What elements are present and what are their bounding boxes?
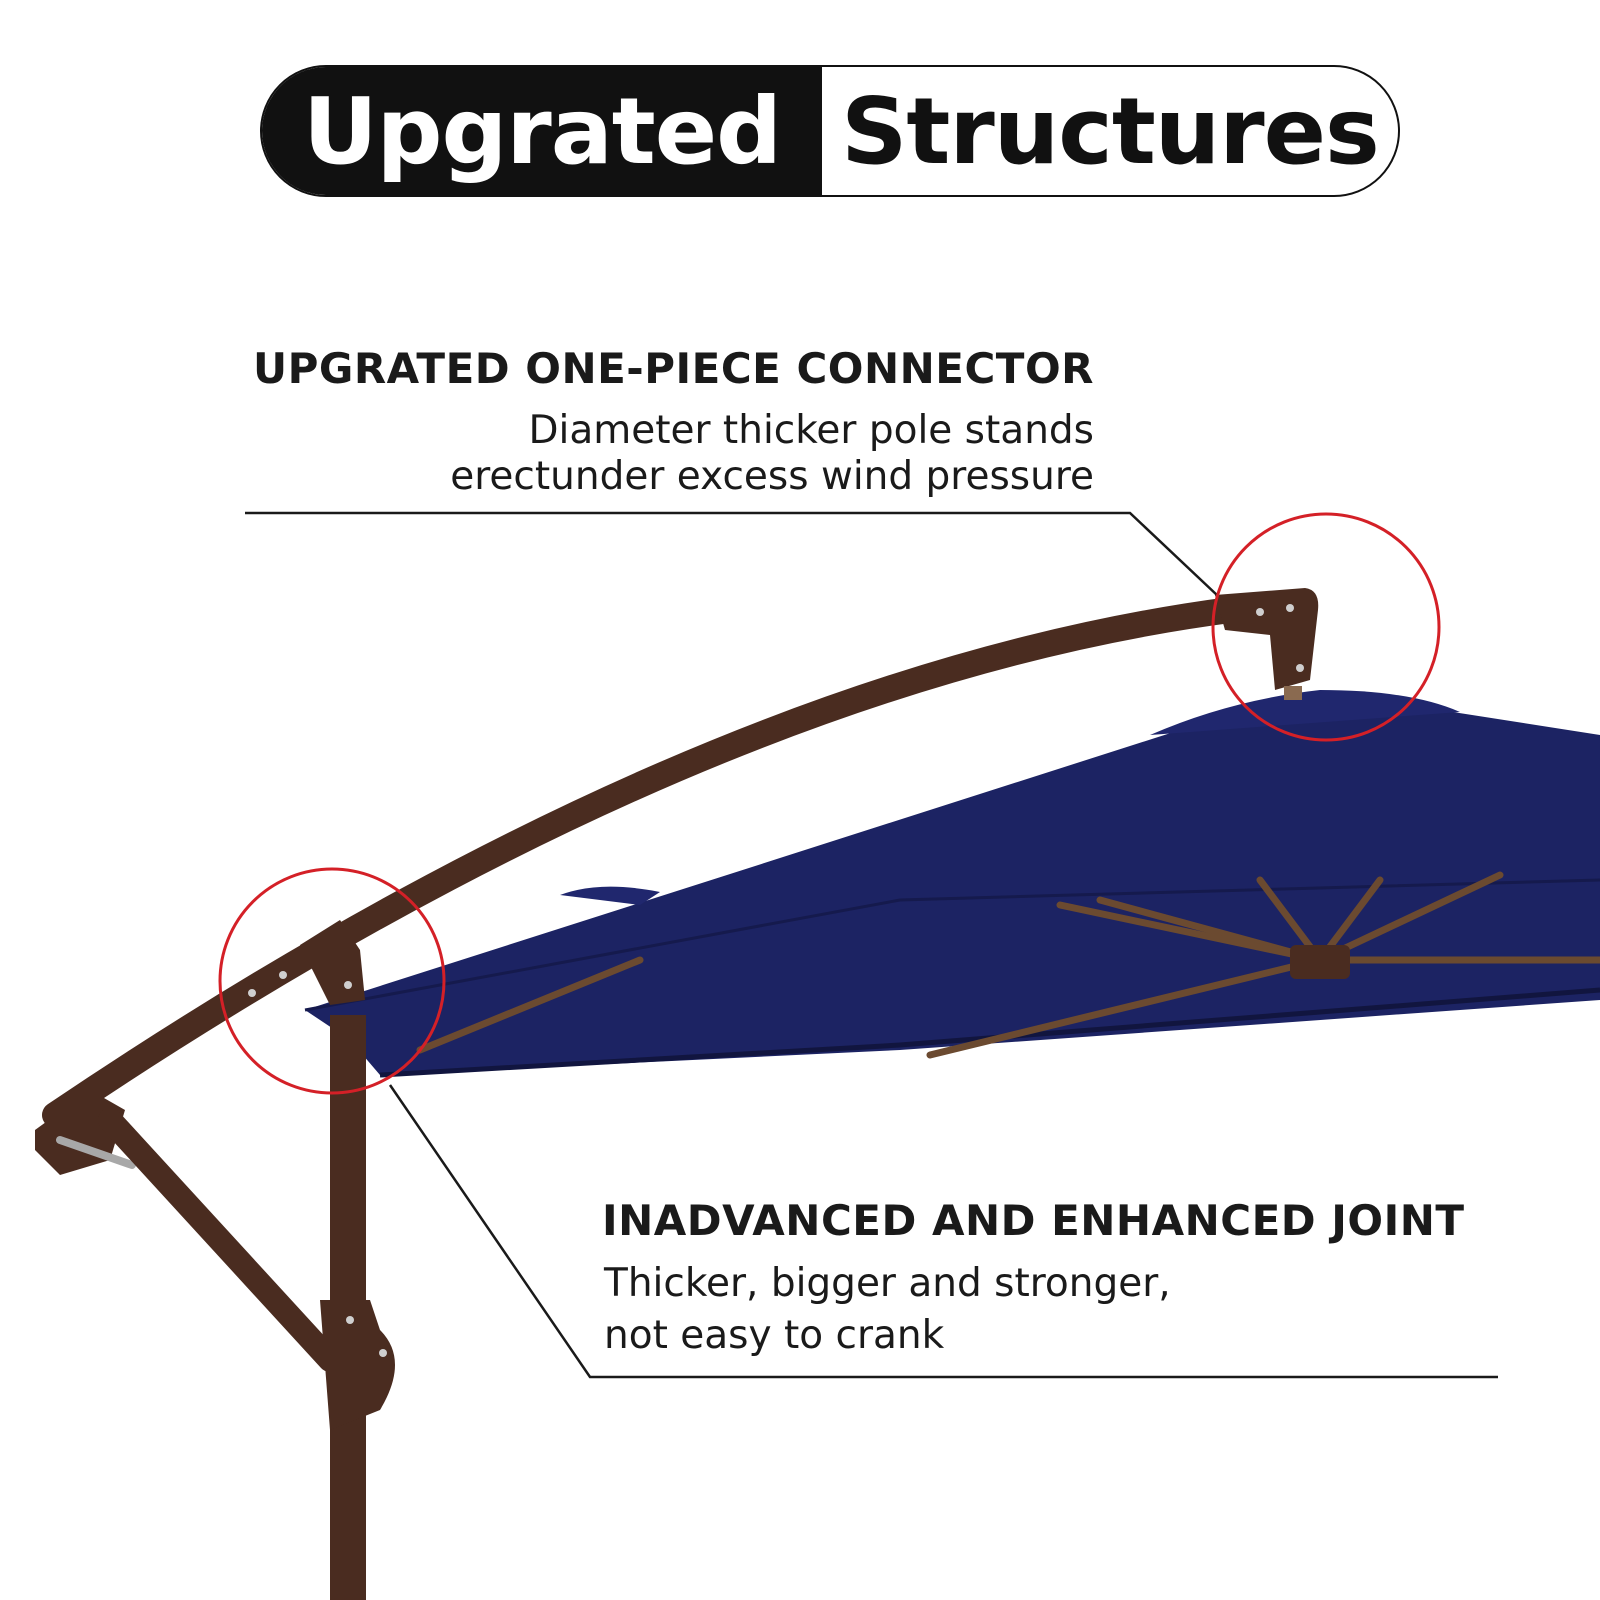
top-connector	[1215, 588, 1319, 690]
crank-handle	[56, 1136, 136, 1169]
canopy-hub	[1290, 945, 1350, 979]
umbrella-ribs	[416, 871, 1600, 1059]
title-right-word: Structures	[841, 77, 1380, 185]
joint-heading: INADVANCED AND ENHANCED JOINT	[602, 1196, 1465, 1245]
lower-joint	[320, 1300, 395, 1430]
arched-arm	[42, 597, 1243, 1128]
connector-heading: UPGRATED ONE-PIECE CONNECTOR	[252, 344, 1094, 393]
joint-description-line-1: Thicker, bigger and stronger,	[604, 1261, 1171, 1306]
connector-description: Diameter thicker pole stands erectunder …	[450, 408, 1094, 500]
connector-leader-line	[245, 511, 1219, 597]
umbrella-canopy	[304, 690, 1600, 1078]
title-left-word: Upgrated	[262, 67, 822, 195]
title-banner: Upgrated Structures	[260, 65, 1400, 197]
connector-description-line-1: Diameter thicker pole stands	[528, 408, 1094, 453]
connector-highlight-circle	[1211, 512, 1441, 742]
joint-description: Thicker, bigger and stronger, not easy t…	[604, 1258, 1171, 1362]
joint-leader-line	[388, 1084, 1498, 1379]
diagonal-support	[98, 1108, 342, 1372]
joint-highlight-circle	[218, 867, 446, 1095]
connector-description-line-2: erectunder excess wind pressure	[450, 454, 1094, 499]
joint-description-line-2: not easy to crank	[604, 1313, 945, 1358]
